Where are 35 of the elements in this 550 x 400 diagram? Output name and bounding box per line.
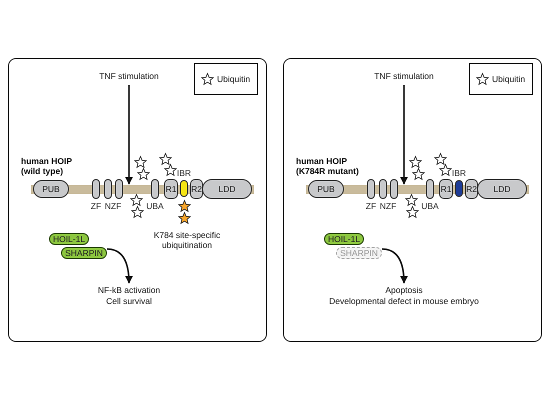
- domain-pill: HOIL-1L: [324, 233, 364, 245]
- domain-label: UBA: [145, 201, 165, 211]
- arrow: [125, 85, 133, 185]
- domain-pill: R1: [439, 179, 453, 199]
- domain-label: ZF: [364, 201, 378, 211]
- domain-pill: PUB: [308, 180, 344, 198]
- outcome-text: Apoptosis: [384, 285, 424, 295]
- domain-label: ZF: [90, 201, 102, 211]
- outcome-text: Developmental defect in mouse embryo: [328, 296, 480, 306]
- stimulus-text: TNF stimulation: [354, 71, 454, 81]
- domain-label: UBA: [420, 201, 440, 211]
- domain-pill: LDD: [477, 179, 527, 199]
- domain-label: IBR: [450, 168, 468, 178]
- domain-pill: SHARPIN: [61, 247, 107, 259]
- panel-frame: [8, 58, 267, 342]
- arrow: [382, 248, 408, 284]
- panel-frame: [283, 58, 542, 342]
- domain-pill: HOIL-1L: [49, 233, 89, 245]
- legend-text: Ubiquitin: [217, 74, 250, 84]
- stimulus-text: TNF stimulation: [79, 71, 179, 81]
- arrow: [106, 248, 133, 284]
- legend-text: Ubiquitin: [492, 74, 526, 84]
- arrow: [400, 85, 408, 185]
- domain-pill: R2: [190, 179, 203, 199]
- domain-pill: R2: [465, 179, 478, 199]
- protein-name: human HOIP (K784R mutant): [296, 156, 360, 176]
- protein-name: human HOIP (wild type): [21, 156, 73, 176]
- outcome-text: Cell survival: [105, 296, 153, 306]
- domain-label: IBR: [176, 168, 192, 178]
- outcome-text: NF-kB activation: [96, 285, 162, 295]
- domain-pill: LDD: [202, 179, 252, 199]
- annotation-text: K784 site-specific ubiquitination: [152, 230, 222, 250]
- domain-pill: SHARPIN: [336, 247, 382, 259]
- domain-pill: R1: [164, 179, 178, 199]
- domain-pill: PUB: [33, 180, 69, 198]
